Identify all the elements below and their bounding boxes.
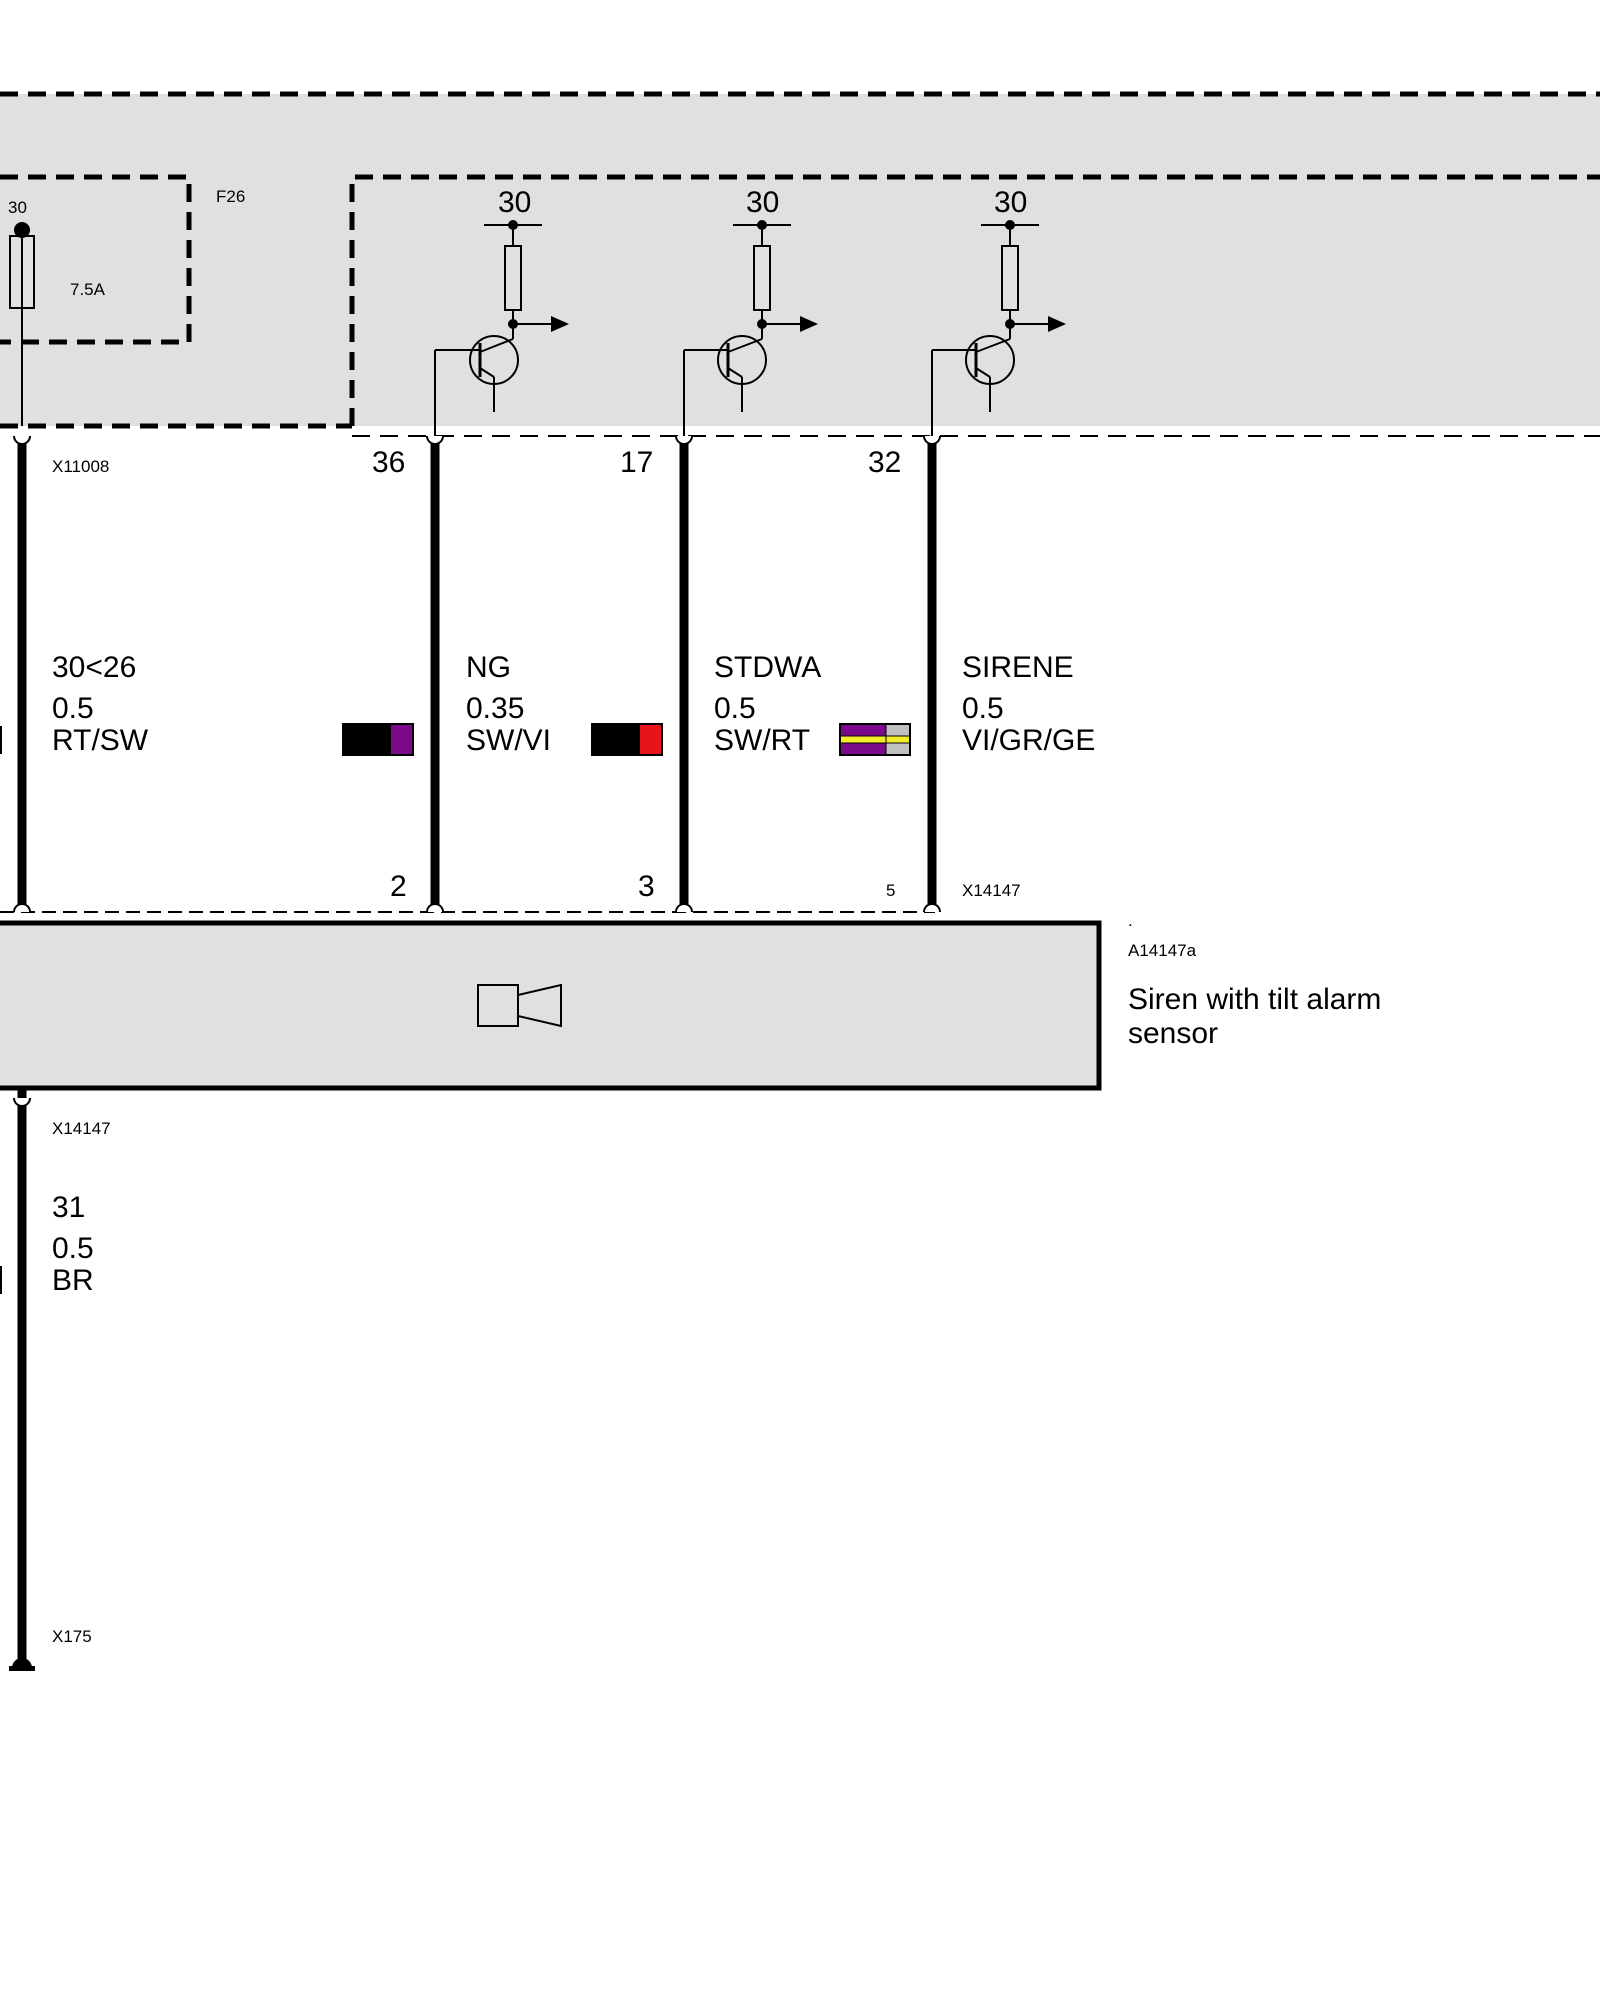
pin-label: 32 (868, 446, 901, 479)
transistor-icon (683, 220, 818, 436)
supply-label-1: 30 (498, 186, 531, 219)
power-connector-label: X11008 (52, 457, 109, 476)
wire-stdwa: 17 STDWA 0.5 SW/RT (620, 446, 911, 757)
wire-color-label: VI/GR/GE (962, 724, 1095, 757)
supply-label-3: 30 (994, 186, 1027, 219)
wire-color-swatch (342, 723, 414, 756)
fuse-terminal-label: 30 (8, 198, 27, 217)
power-cross-section: 0.5 (52, 692, 94, 725)
transistor-icon (931, 220, 1066, 436)
siren-module: . A14147a Siren with tilt alarm sensor (0, 911, 1381, 1091)
edge-marker (0, 1266, 2, 1294)
power-wire: X11008 30<26 0.5 RT/SW (0, 457, 414, 757)
wire-color-swatch (839, 723, 911, 756)
ground-icon (9, 1658, 35, 1671)
ground-signal-label: 31 (52, 1191, 85, 1224)
pin-label: 17 (620, 446, 653, 479)
output-stage-box (349, 174, 1600, 426)
siren-pin-2: 2 (390, 870, 407, 903)
wire-color-label: SW/RT (714, 724, 810, 757)
wire-color-label: SW/VI (466, 724, 551, 757)
siren-name-line2: sensor (1128, 1017, 1218, 1050)
wires (17, 436, 937, 1660)
supply-label-2: 30 (746, 186, 779, 219)
output-stage-1: 30 (434, 186, 569, 436)
ground-wire: X14147 31 0.5 BR X175 (0, 1119, 111, 1671)
signal-label: STDWA (714, 651, 821, 684)
fuse-box: 30 7.5A F26 (0, 174, 245, 426)
pin-markers (13, 435, 941, 1107)
fuse-id-label: F26 (216, 187, 245, 206)
ground-connector-label: X14147 (52, 1119, 111, 1138)
wire-sirene: 32 SIRENE 0.5 VI/GR/GE (868, 446, 1095, 757)
signal-label: NG (466, 651, 511, 684)
fuse-icon (9, 222, 35, 426)
ground-cross-section: 0.5 (52, 1232, 94, 1265)
edge-marker (0, 726, 2, 754)
output-stage-3: 30 (931, 186, 1066, 436)
ground-wire-color: BR (52, 1264, 94, 1297)
ground-point-label: X175 (52, 1627, 92, 1646)
speaker-icon (477, 983, 562, 1028)
power-signal-label: 30<26 (52, 651, 136, 684)
cross-section-label: 0.5 (714, 692, 756, 725)
siren-pins: 2 3 5 X14147 (390, 870, 1021, 903)
siren-pin-3: 3 (638, 870, 655, 903)
siren-connector-label: X14147 (962, 881, 1021, 900)
cross-section-label: 0.5 (962, 692, 1004, 725)
output-stage-2: 30 (683, 186, 818, 436)
signal-label: SIRENE (962, 651, 1074, 684)
fuse-rating-label: 7.5A (70, 280, 106, 299)
siren-pin-5: 5 (886, 881, 895, 900)
siren-id: A14147a (1128, 941, 1197, 960)
wire-ng: 36 NG 0.35 SW/VI (372, 446, 663, 757)
wire-color-swatch (591, 723, 663, 756)
transistor-icon (434, 220, 569, 436)
power-wire-color: RT/SW (52, 724, 149, 757)
pin-label: 36 (372, 446, 405, 479)
cross-section-label: 0.35 (466, 692, 524, 725)
siren-dot: . (1128, 911, 1133, 930)
control-module (0, 91, 1600, 437)
siren-name-line1: Siren with tilt alarm (1128, 983, 1381, 1016)
